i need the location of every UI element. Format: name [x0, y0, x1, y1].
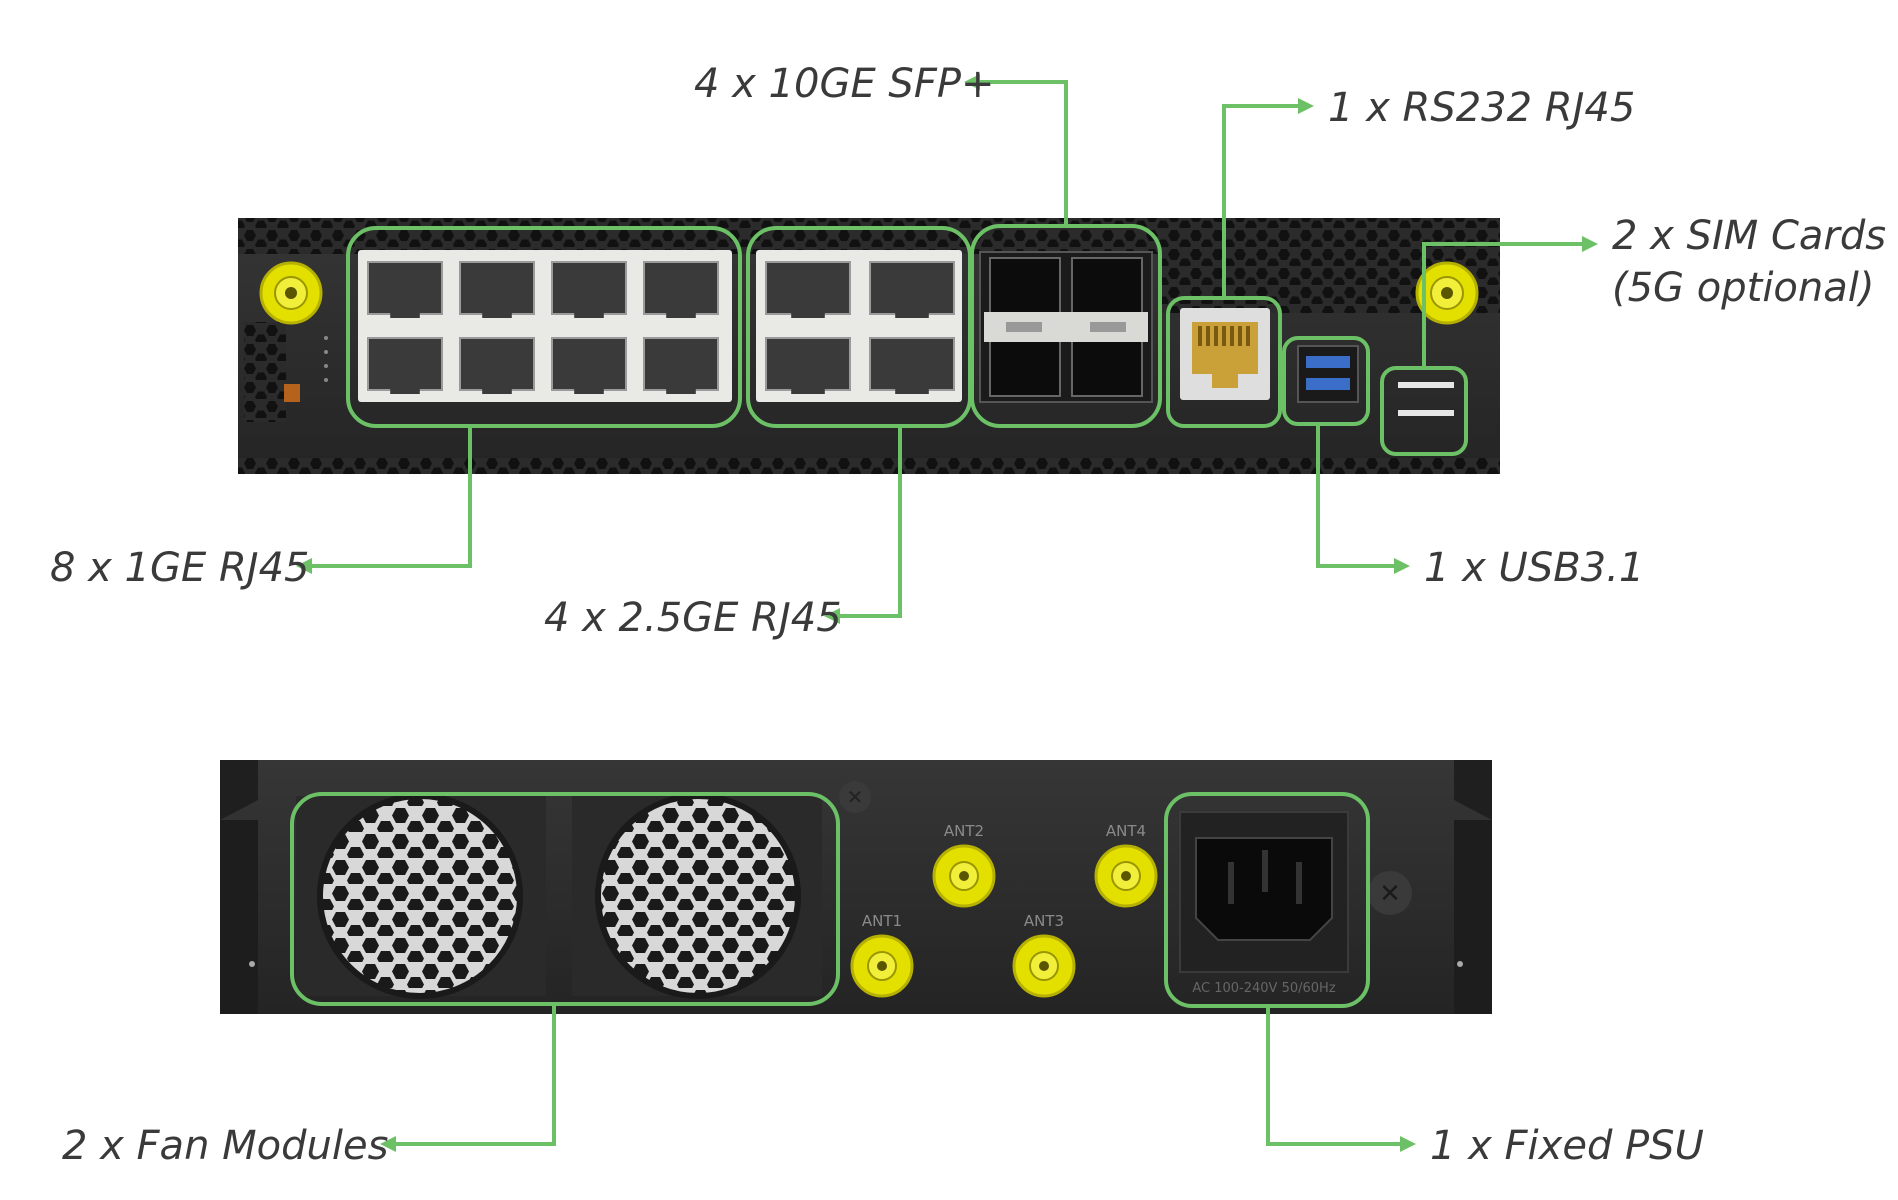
- sim-slots: [1398, 382, 1454, 416]
- rj45-port: [869, 261, 955, 315]
- rj45-latch: [666, 386, 696, 394]
- callout-sim-line1: 2 x SIM Cards: [1612, 213, 1887, 259]
- leader-1ge: [310, 426, 472, 568]
- arrow-fans: [380, 1136, 396, 1152]
- rj45-25ge-block: [756, 250, 962, 402]
- leader-sim: [1422, 242, 1584, 368]
- antenna-label: ANT4: [1106, 822, 1146, 840]
- rj45-latch: [390, 310, 420, 318]
- rj45-port: [765, 337, 851, 391]
- antenna-label: ANT3: [1024, 912, 1064, 930]
- callout-psu: 1 x Fixed PSU: [1430, 1123, 1704, 1169]
- rj45-latch: [666, 310, 696, 318]
- rj45-port: [643, 261, 719, 315]
- callout-sfp: 4 x 10GE SFP+: [694, 61, 995, 107]
- front-vent-left: [244, 322, 286, 422]
- antenna-connector-icon: [1415, 261, 1479, 325]
- rj45-latch: [895, 386, 929, 394]
- rj45-port: [869, 337, 955, 391]
- status-leds: [284, 336, 328, 402]
- antenna-connector-icon: [850, 934, 914, 998]
- leader-lines: [310, 80, 1584, 1146]
- rj45-port: [551, 261, 627, 315]
- leader-usb: [1316, 424, 1396, 568]
- rj45-latch: [482, 310, 512, 318]
- callout-fans: 2 x Fan Modules: [62, 1123, 389, 1169]
- highlight-usb: [1282, 336, 1370, 426]
- highlight-fans: [290, 792, 840, 1006]
- callout-rs232: 1 x RS232 RJ45: [1328, 85, 1636, 131]
- antenna-connector-icon: [1012, 934, 1076, 998]
- leader-arrowheads: [296, 74, 1598, 1152]
- callout-1ge: 8 x 1GE RJ45: [50, 545, 310, 591]
- rj45-latch: [791, 386, 825, 394]
- leader-fans: [394, 1004, 556, 1146]
- arrow-sfp: [964, 74, 980, 90]
- rj45-port: [765, 261, 851, 315]
- leader-rs232: [1222, 104, 1300, 298]
- fan-icon: [296, 793, 546, 999]
- callout-sim: 2 x SIM Cards (5G optional): [1612, 210, 1886, 314]
- rj45-latch: [574, 310, 604, 318]
- rs232-port: [1180, 308, 1270, 400]
- rj45-port: [643, 337, 719, 391]
- antenna-connector-icon: [1094, 844, 1158, 908]
- rj45-1ge-block: [358, 250, 732, 402]
- screw-icon: ✕: [839, 781, 871, 813]
- leader-psu: [1266, 1006, 1402, 1146]
- rj45-latch: [574, 386, 604, 394]
- rj45-port: [367, 261, 443, 315]
- rj45-latch: [482, 386, 512, 394]
- front-panel: [238, 218, 1500, 474]
- rj45-port: [459, 261, 535, 315]
- front-vent-bottom: [238, 458, 1500, 474]
- rj45-latch: [791, 310, 825, 318]
- psu-rating-text: AC 100-240V 50/60Hz: [1192, 981, 1335, 996]
- usb-port: [1297, 345, 1359, 403]
- power-inlet-icon: [1179, 811, 1349, 973]
- highlight-1ge: [346, 226, 742, 428]
- antenna-label: ANT1: [862, 912, 902, 930]
- sfp-cages: [979, 251, 1153, 403]
- rj45-port: [459, 337, 535, 391]
- svg-text:✕: ✕: [1379, 879, 1401, 909]
- arrow-psu: [1400, 1136, 1416, 1152]
- antenna-connector-icon: [932, 844, 996, 908]
- leader-sfp: [978, 80, 1068, 226]
- arrow-rs232: [1298, 98, 1314, 114]
- arrow-usb: [1394, 558, 1410, 574]
- svg-text:✕: ✕: [847, 785, 864, 809]
- rj45-port: [551, 337, 627, 391]
- screw-icon: ✕: [1368, 871, 1412, 915]
- arrow-25ge: [824, 608, 840, 624]
- rj45-port: [367, 337, 443, 391]
- arrow-sim: [1582, 236, 1598, 252]
- rj45-latch: [390, 386, 420, 394]
- antenna-label: ANT2: [944, 822, 984, 840]
- leader-25ge: [838, 426, 902, 618]
- callout-sim-line2: (5G optional): [1612, 265, 1875, 311]
- arrow-1ge: [296, 558, 312, 574]
- antenna-connector-icon: [259, 261, 323, 325]
- fan-icon: [572, 793, 822, 999]
- callout-usb: 1 x USB3.1: [1424, 545, 1645, 591]
- rj45-latch: [895, 310, 929, 318]
- callout-25ge: 4 x 2.5GE RJ45: [544, 595, 842, 641]
